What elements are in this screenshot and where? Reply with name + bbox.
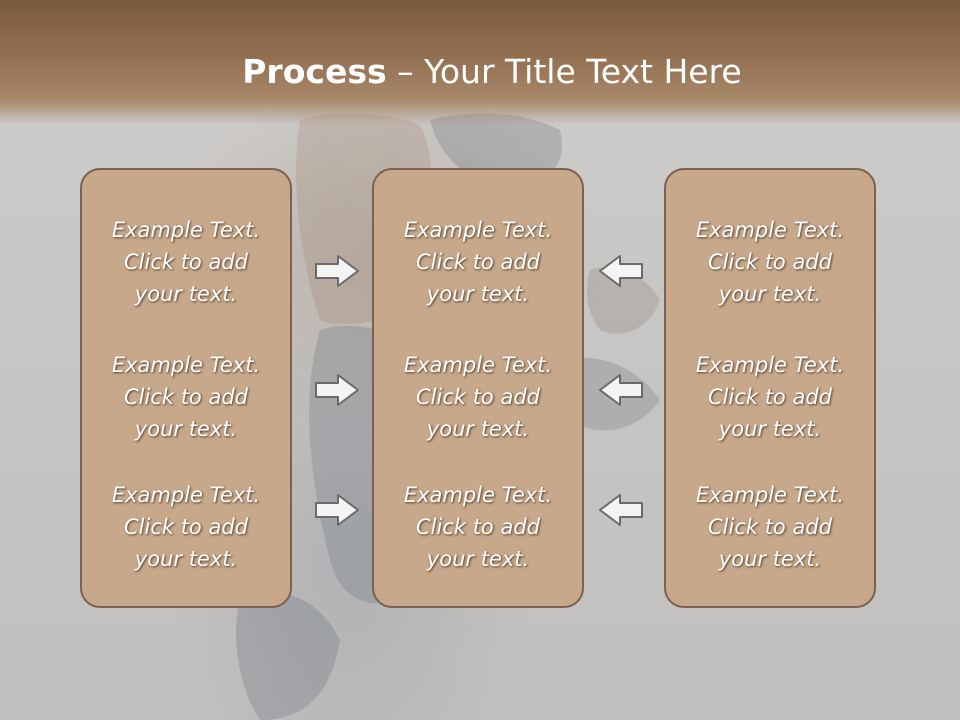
text-placeholder[interactable]: Example Text. Click to add your text. (666, 479, 874, 575)
text-line: Click to add (415, 385, 540, 409)
panel-center: Example Text. Click to add your text. Exam… (372, 168, 584, 608)
text-line: your text. (426, 417, 530, 441)
text-line: your text. (718, 547, 822, 571)
text-line: your text. (134, 547, 238, 571)
text-line: Example Text. (403, 218, 553, 242)
slide-title[interactable]: Process – Your Title Text Here (0, 52, 960, 91)
text-line: Example Text. (111, 483, 261, 507)
text-line: Example Text. (111, 218, 261, 242)
text-line: Click to add (707, 515, 832, 539)
right-arrow-icon (315, 255, 359, 287)
text-placeholder[interactable]: Example Text. Click to add your text. (374, 214, 582, 310)
text-line: Example Text. (695, 218, 845, 242)
left-arrow-icon (599, 494, 643, 526)
text-line: Example Text. (403, 483, 553, 507)
text-line: Click to add (123, 515, 248, 539)
text-line: Click to add (123, 250, 248, 274)
text-line: your text. (426, 282, 530, 306)
title-bold: Process (242, 52, 387, 91)
right-arrow-icon (315, 494, 359, 526)
text-line: Example Text. (695, 483, 845, 507)
text-placeholder[interactable]: Example Text. Click to add your text. (82, 349, 290, 445)
text-line: Click to add (707, 385, 832, 409)
text-line: your text. (718, 282, 822, 306)
text-line: your text. (134, 282, 238, 306)
text-line: Example Text. (695, 353, 845, 377)
left-arrow-icon (599, 374, 643, 406)
title-dash: – (386, 52, 425, 91)
panel-right: Example Text. Click to add your text. Exam… (664, 168, 876, 608)
text-line: your text. (134, 417, 238, 441)
text-line: Click to add (123, 385, 248, 409)
text-line: Click to add (415, 250, 540, 274)
text-placeholder[interactable]: Example Text. Click to add your text. (82, 214, 290, 310)
text-placeholder[interactable]: Example Text. Click to add your text. (82, 479, 290, 575)
text-line: your text. (426, 547, 530, 571)
text-line: Example Text. (111, 353, 261, 377)
text-line: Example Text. (403, 353, 553, 377)
title-rest: Your Title Text Here (424, 52, 742, 91)
text-placeholder[interactable]: Example Text. Click to add your text. (374, 349, 582, 445)
text-placeholder[interactable]: Example Text. Click to add your text. (374, 479, 582, 575)
text-line: Click to add (707, 250, 832, 274)
text-placeholder[interactable]: Example Text. Click to add your text. (666, 349, 874, 445)
title-bar (0, 0, 960, 125)
text-placeholder[interactable]: Example Text. Click to add your text. (666, 214, 874, 310)
text-line: Click to add (415, 515, 540, 539)
right-arrow-icon (315, 374, 359, 406)
text-line: your text. (718, 417, 822, 441)
panel-left: Example Text. Click to add your text. Exam… (80, 168, 292, 608)
left-arrow-icon (599, 255, 643, 287)
